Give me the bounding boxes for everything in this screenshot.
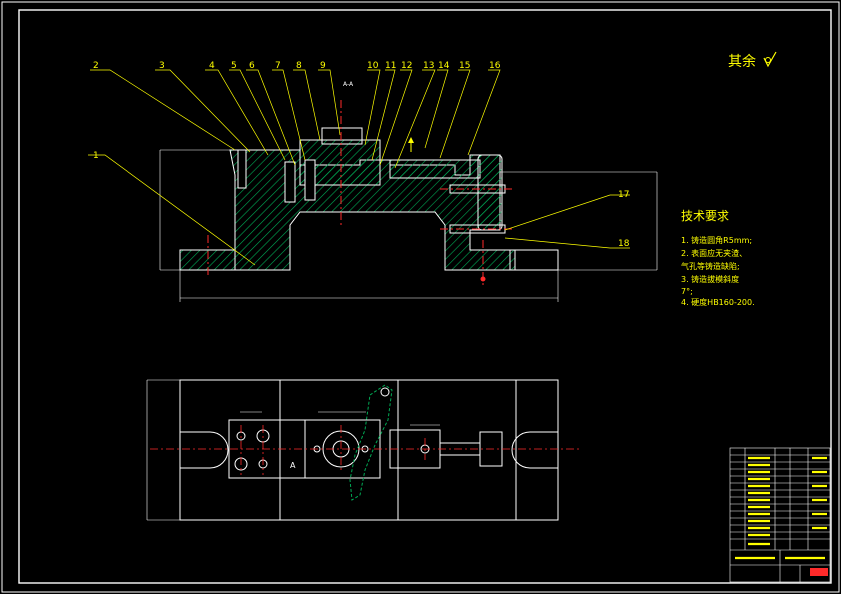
part-label-14: 14 (438, 61, 450, 71)
pressure-plate (389, 159, 481, 179)
part-label-3: 3 (159, 61, 165, 71)
right-foot (509, 249, 559, 271)
leader-2 (90, 69, 236, 151)
tech-req-line-2: 2. 表面应无夹渣、 (681, 248, 747, 258)
leader-11 (371, 69, 396, 161)
title-block-fill-marks (735, 456, 827, 560)
part-label-11: 11 (385, 61, 396, 71)
lever-pivot (380, 387, 390, 397)
u-slot-right (511, 431, 558, 469)
leader-3 (155, 69, 251, 153)
tech-req-line-1: 1. 铸造圆角R5mm; (681, 235, 752, 245)
part-label-12: 12 (401, 61, 412, 71)
leader-18 (504, 237, 630, 249)
part-label-5: 5 (231, 61, 237, 71)
section-label: A-A (343, 81, 354, 88)
u-slot-left (180, 431, 229, 469)
leader-5 (229, 69, 286, 161)
arrow-indicator-head (408, 137, 414, 143)
tech-req-line-3: 气孔等铸造缺陷; (681, 261, 740, 271)
part-label-6: 6 (249, 61, 255, 71)
tech-req-line-4: 3. 铸造拔模斜度 (681, 274, 739, 284)
leader-6 (246, 69, 296, 166)
stud-left (237, 149, 247, 189)
part-label-15: 15 (459, 61, 470, 71)
tech-req-line-5: 7°; (681, 287, 693, 296)
base-outline (179, 379, 559, 521)
inner-frame (18, 9, 832, 584)
leader-17 (504, 194, 630, 231)
leader-13 (394, 69, 436, 169)
front-section-view (88, 69, 658, 302)
cam-lever (349, 384, 393, 501)
leader-lines (88, 69, 630, 266)
part-label-16: 16 (489, 61, 501, 71)
part-label-7: 7 (275, 61, 281, 71)
part-label-8: 8 (296, 61, 302, 71)
part-label-10: 10 (367, 61, 379, 71)
top-centerlines (150, 425, 580, 475)
part-labels: 1 2 3 4 5 6 7 8 9 10 11 12 13 14 15 16 1… (93, 61, 630, 249)
part-label-13: 13 (423, 61, 434, 71)
roughness-circle (765, 57, 771, 63)
leader-10 (364, 69, 381, 146)
part-label-2: 2 (93, 61, 99, 71)
view-arrow-label: A (290, 461, 296, 470)
bolt-head (321, 127, 363, 145)
stud-center (304, 159, 316, 201)
title-block-stamp (810, 568, 828, 576)
tech-requirements: 技术要求 1. 铸造圆角R5mm; 2. 表面应无夹渣、 气孔等铸造缺陷; 3.… (681, 209, 755, 307)
part-label-1: 1 (93, 151, 99, 161)
leader-8 (293, 69, 321, 141)
leader-12 (379, 69, 413, 166)
part-label-9: 9 (320, 61, 326, 71)
top-view (146, 379, 559, 521)
leader-1 (88, 154, 256, 266)
stud-mid (284, 161, 296, 203)
leader-9 (318, 69, 341, 136)
leader-15 (439, 69, 471, 159)
leader-16 (467, 69, 501, 156)
datum-marker (480, 276, 486, 282)
tech-req-line-6: 4. 硬度HB160-200. (681, 297, 755, 307)
leader-7 (272, 69, 306, 161)
part-label-4: 4 (209, 61, 215, 71)
leader-4 (205, 69, 269, 156)
leader-14 (424, 69, 449, 149)
part-label-17: 17 (618, 190, 629, 200)
part-label-18: 18 (618, 239, 630, 249)
roughness-note: 其余 (728, 53, 756, 70)
title-block (729, 447, 831, 583)
tech-req-title: 技术要求 (681, 209, 729, 223)
